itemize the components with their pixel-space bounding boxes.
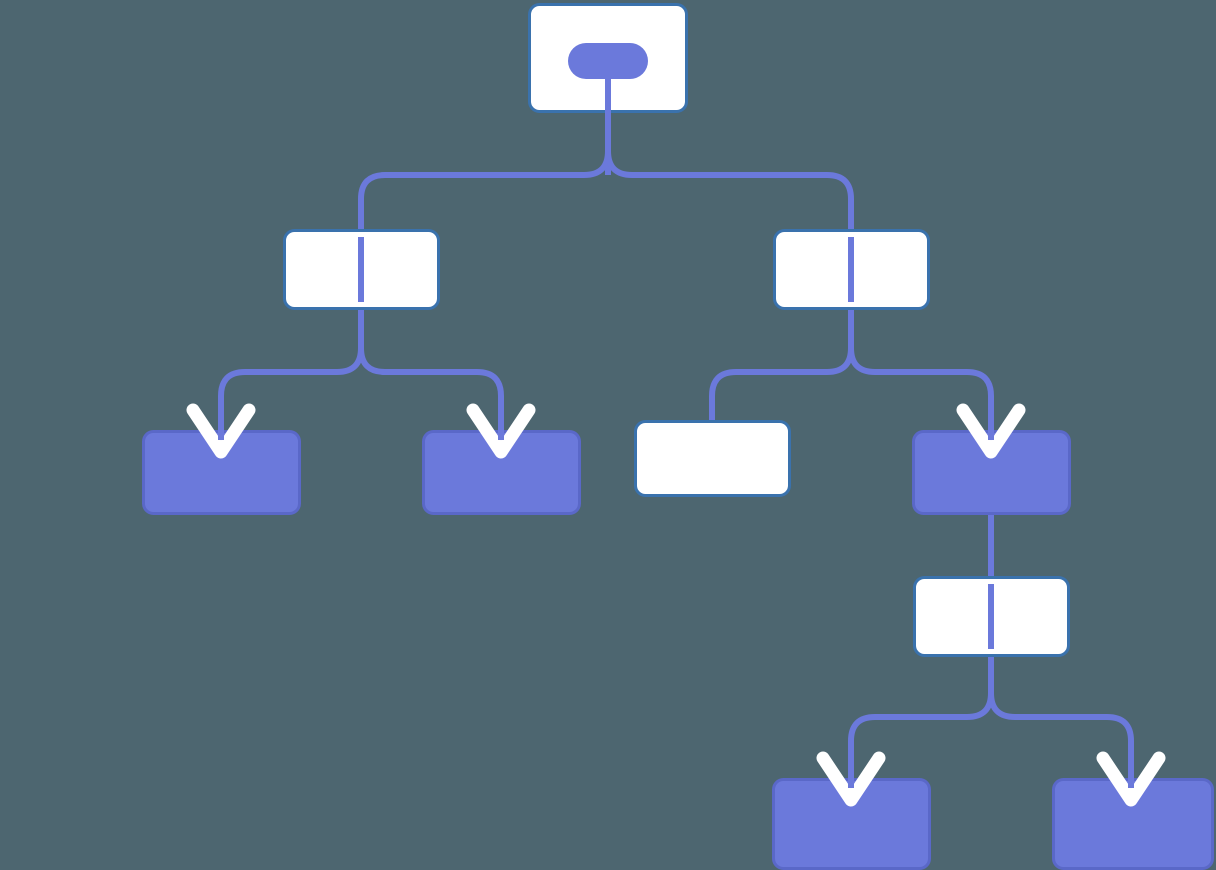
edge-level1-right-to-node-d (848, 310, 994, 442)
edge-level1-right-to-node-d-chevron (956, 403, 1026, 459)
plain-node-c[interactable] (634, 420, 791, 497)
arrowhead-layer (186, 396, 1166, 807)
edge-layer (218, 60, 1134, 790)
edge-level3-to-leaf-f (988, 657, 1134, 790)
edge-level1-right-to-node-c (709, 310, 854, 420)
plain-node-c-body[interactable] (634, 420, 791, 497)
edge-level1-left-to-leaf-b-chevron (466, 403, 536, 459)
root-node-pill-badge (568, 43, 648, 79)
edge-level1-left-to-leaf-b (358, 310, 504, 442)
edge-level1-right-to-node-d-arrowhead (956, 403, 1026, 459)
edge-root-to-level1-right (605, 113, 854, 229)
node-layer (142, 3, 1214, 870)
edge-level3-to-leaf-f-chevron (1096, 751, 1166, 807)
edge-level1-left-to-leaf-b-arrowhead (466, 403, 536, 459)
edge-level3-to-leaf-e-chevron (816, 751, 886, 807)
edge-level3-to-leaf-e-arrowhead (816, 751, 886, 807)
edge-level3-to-leaf-f-arrowhead (1096, 751, 1166, 807)
root-node[interactable] (528, 3, 688, 113)
edge-level1-left-to-leaf-a-chevron (186, 403, 256, 459)
edge-root-to-level1-left (358, 113, 611, 229)
edge-level1-left-to-leaf-a-arrowhead (186, 403, 256, 459)
